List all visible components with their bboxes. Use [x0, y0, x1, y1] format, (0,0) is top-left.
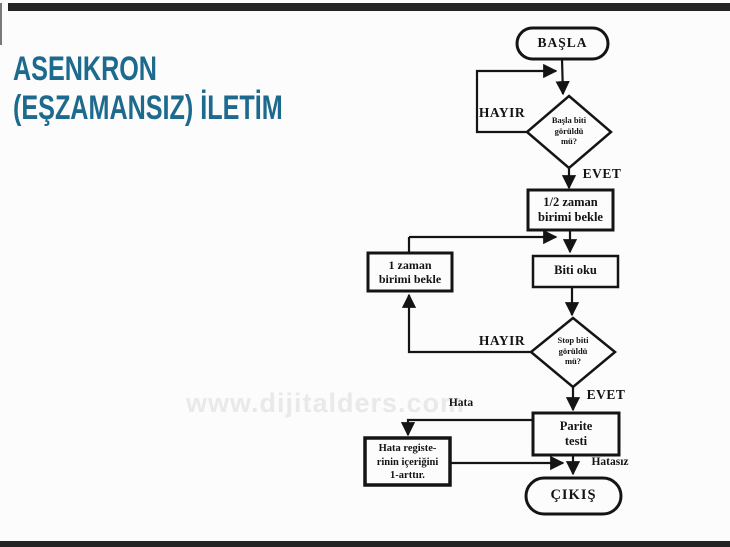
- branch-no-error-label: Hatasız: [591, 456, 629, 468]
- process-one-wait-label: 1 zaman birimi bekle: [378, 258, 442, 286]
- end-terminal-label: ÇIKIŞ: [550, 487, 597, 503]
- process-half-wait-label: 1/2 zaman birimi bekle: [538, 195, 603, 224]
- edge-no-loop2: [401, 293, 531, 354]
- left-edge-tick: [0, 3, 2, 45]
- process-error-register-label: Hata registe- rinin içeriğini 1-arttır.: [376, 443, 439, 481]
- process-one-wait-shape: [366, 251, 454, 293]
- top-border-bar: [8, 3, 730, 11]
- decision-stop-bit-label: Stop biti görüldü mü?: [557, 335, 589, 366]
- edge-start-to-decision1: [555, 58, 570, 96]
- process-parity-label: Parite testi: [559, 419, 593, 448]
- branch-no-2-label: HAYIR: [478, 333, 526, 348]
- process-parity-shape: [531, 411, 621, 457]
- process-read-bit-label: Biti oku: [554, 263, 597, 277]
- branch-error-label: Hata: [448, 397, 474, 409]
- start-terminal-label: BAŞLA: [537, 35, 588, 50]
- end-terminal-shape: [524, 476, 623, 516]
- process-error-register-shape: [363, 436, 452, 487]
- decision-start-bit-label: Başla biti görüldü mü?: [551, 115, 587, 146]
- branch-no-1-label: HAYIR: [478, 105, 526, 120]
- watermark: www.dijitalders.com: [186, 388, 466, 418]
- edge-error-branch: [400, 418, 533, 437]
- bottom-border-bar: [0, 541, 730, 547]
- page-title: ASENKRON (EŞZAMANSIZ) İLETİM: [13, 50, 283, 127]
- edge-no-loop1: [475, 63, 558, 134]
- process-read-bit-shape: [531, 254, 620, 289]
- branch-yes-1-label: EVET: [582, 166, 622, 181]
- branch-yes-2-label: EVET: [586, 387, 626, 402]
